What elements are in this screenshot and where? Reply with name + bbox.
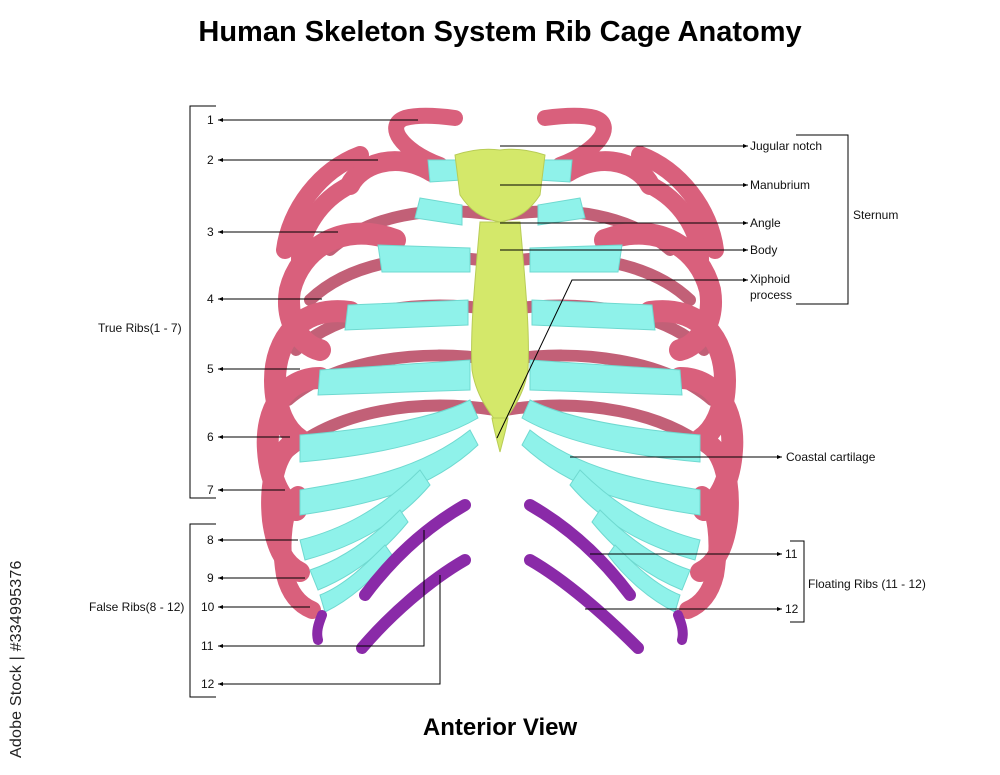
rib-right-2	[558, 151, 660, 195]
floating-ribs-bracket	[790, 540, 805, 623]
rib-left-2-arc	[291, 176, 359, 269]
rib-left-7	[273, 486, 321, 619]
rib-number-4: 4	[207, 292, 214, 306]
sternum	[454, 148, 546, 453]
sternum-bracket	[796, 134, 849, 305]
rib-right-2-arc	[641, 176, 709, 269]
rib-left-5	[256, 367, 331, 521]
rib-number-9: 9	[207, 571, 214, 585]
rib-number-12: 12	[201, 677, 215, 691]
floating-rib-right-11	[524, 499, 636, 601]
jugular-notch-label: Jugular notch	[750, 139, 823, 153]
xiphoid-label-line1: Xiphoid	[750, 272, 791, 286]
rib-left-2	[340, 151, 442, 195]
floating-ribs-label: Floating Ribs (11 - 12)	[808, 577, 926, 591]
diagram-title: Human Skeleton System Rib Cage Anatomy	[198, 16, 802, 48]
manubrium-label: Manubrium	[750, 178, 811, 192]
rib-left-outer-arc	[276, 146, 369, 259]
false-ribs-bracket	[189, 523, 216, 698]
rib-number-8: 8	[207, 533, 214, 547]
rib-number-10: 10	[201, 600, 215, 614]
view-caption: Anterior View	[422, 714, 578, 741]
body-label: Body	[750, 243, 778, 257]
coastal-cartilage-label: Coastal cartilage	[786, 450, 876, 464]
floating-rib-11-label: 11	[785, 547, 798, 561]
false-ribs-label: False Ribs(8 - 12)	[89, 600, 185, 614]
floating-rib-right-12	[524, 554, 644, 654]
rib-number-11: 11	[201, 639, 214, 653]
rib-right-5	[669, 367, 744, 521]
right-leader-lines	[496, 134, 849, 623]
true-ribs-bracket	[189, 105, 216, 499]
rib-right-7	[679, 486, 727, 619]
rib-number-6: 6	[207, 430, 214, 444]
xiphoid-label-line2: process	[750, 288, 793, 302]
floating-rib-left-11	[359, 499, 471, 601]
xiphoid-process	[491, 417, 509, 453]
rib-left-10-tip	[312, 610, 327, 645]
rib-right-10-tip	[673, 610, 688, 645]
rib-right-1	[537, 107, 612, 173]
floating-rib-left-12	[356, 554, 471, 654]
rib-number-7: 7	[207, 483, 214, 497]
rib-right-4	[639, 300, 737, 451]
rib-number-2: 2	[207, 153, 214, 167]
true-ribs-label: True Ribs(1 - 7)	[98, 321, 182, 335]
costal-cartilage-right	[521, 159, 701, 613]
angle-label: Angle	[750, 216, 781, 230]
manubrium	[454, 148, 546, 223]
left-brackets	[189, 105, 216, 698]
sternum-label: Sternum	[853, 208, 899, 222]
rib-left-1	[388, 107, 463, 173]
left-leader-lines	[218, 119, 441, 685]
floating-ribs	[312, 499, 688, 654]
costal-cartilage-left	[299, 159, 479, 613]
stock-watermark: Adobe Stock | #334995376	[4, 533, 28, 763]
floating-rib-12-label: 12	[785, 602, 799, 616]
rib-number-3: 3	[207, 225, 214, 239]
rib-number-1: 1	[207, 113, 214, 127]
rib-number-5: 5	[207, 362, 214, 376]
watermark-text: Adobe Stock | #334995376	[8, 560, 25, 758]
rib-right-outer-arc	[631, 146, 724, 259]
rib-left-4	[263, 300, 361, 451]
